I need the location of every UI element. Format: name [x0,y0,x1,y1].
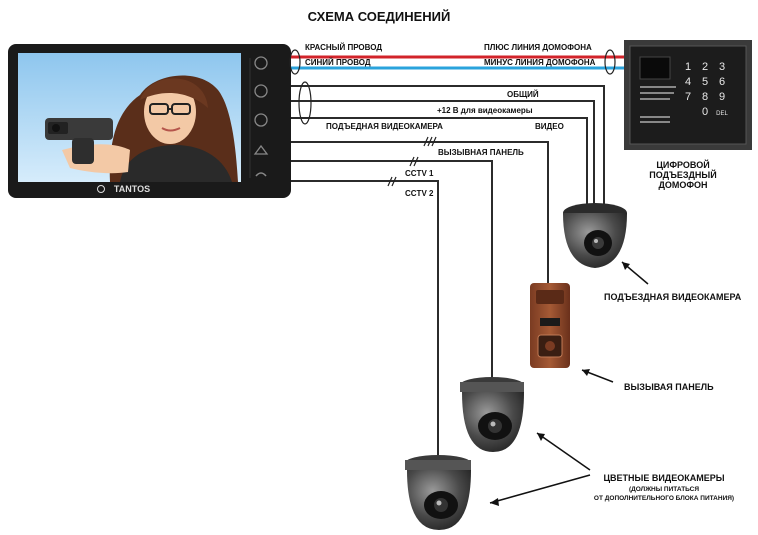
digital-intercom-label-2: ПОДЪЕЗДНЫЙ [649,169,716,180]
keypad-key[interactable]: 1 [685,61,691,73]
keypad-key[interactable]: 3 [719,61,725,73]
cctv1-label: CCTV 1 [405,169,434,178]
key-icon[interactable] [254,113,268,127]
plus-line-label: ПЛЮС ЛИНИЯ ДОМОФОНА [484,43,592,52]
call-panel-label: ВЫЗЫВАЯ ПАНЕЛЬ [624,382,714,392]
minus-line-label: МИНУС ЛИНИЯ ДОМОФОНА [484,58,596,67]
color-cameras-pointer [489,474,591,504]
call-panel-wire-label: ВЫЗЫВНАЯ ПАНЕЛЬ [438,148,524,157]
common-label: ОБЩИЙ [507,90,539,99]
keypad-key[interactable]: 7 [685,91,691,103]
keypad-key[interactable]: DEL [716,111,728,117]
keypad-key[interactable]: 6 [719,76,725,88]
keypad-key[interactable]: 8 [702,91,708,103]
monitor-side-buttons [249,56,269,178]
screen-illustration [45,75,238,182]
keypad-key[interactable]: 2 [702,61,708,73]
color-cameras-note-2: ОТ ДОПОЛНИТЕЛЬНОГО БЛОКА ПИТАНИЯ) [594,495,734,502]
color-cameras-pointer [536,432,591,471]
bundle-mark [604,49,616,75]
entrance-camera-wire-label: ПОДЪЕДНАЯ ВИДЕОКАМЕРА [326,122,443,131]
entrance-camera-label: ПОДЪЕЗДНАЯ ВИДЕОКАМЕРА [604,292,742,302]
diagram-title: СХЕМА СОЕДИНЕНИЙ [308,9,451,24]
video-label: ВИДЕО [535,122,564,131]
bundle-mark [289,49,301,75]
keypad-key[interactable]: 0 [702,106,708,118]
monitor-brand: TANTOS [114,184,150,194]
settings-icon[interactable] [254,84,268,98]
arrow-icon [490,498,499,506]
call-panel-device [530,283,570,368]
arrow-icon [582,369,590,376]
back-icon[interactable] [254,56,268,70]
home-icon[interactable] [253,144,269,155]
red-wire-label: КРАСНЫЙ ПРОВОД [305,43,382,52]
cctv2-camera [405,455,471,530]
video-wire [291,117,588,205]
power-label: +12 В для видеокамеры [437,106,533,115]
intercom-info-lines [640,86,676,123]
video-monitor: TANTOS [8,44,291,198]
bundle-mark [298,81,312,125]
arrow-icon [537,433,545,441]
color-cameras-note-1: (ДОЛЖНЫ ПИТАТЬСЯ [629,486,699,493]
keypad-key[interactable]: 5 [702,76,708,88]
call-panel-wire [291,141,549,283]
arrow-icon [622,262,630,270]
brand-logo-icon [97,185,105,193]
digital-intercom-label-1: ЦИФРОВОЙ [656,159,709,170]
common-wire [291,85,605,205]
digital-intercom-label-3: ДОМОФОН [658,180,707,190]
entrance-dome-camera [563,203,627,268]
cctv2-wire [291,180,439,455]
slash-marks [387,136,437,187]
phone-icon[interactable] [255,172,267,177]
keypad-key[interactable]: 4 [685,76,691,88]
blue-wire-label: СИНИЙ ПРОВОД [305,58,371,67]
intercom-display [639,56,671,80]
cctv1-camera [460,377,524,452]
power-wire [291,100,595,205]
color-cameras-label: ЦВЕТНЫЕ ВИДЕОКАМЕРЫ [603,473,724,483]
cctv2-label: CCTV 2 [405,189,434,198]
keypad-key[interactable]: 9 [719,91,725,103]
wires [291,55,625,455]
cctv1-wire [291,160,493,378]
